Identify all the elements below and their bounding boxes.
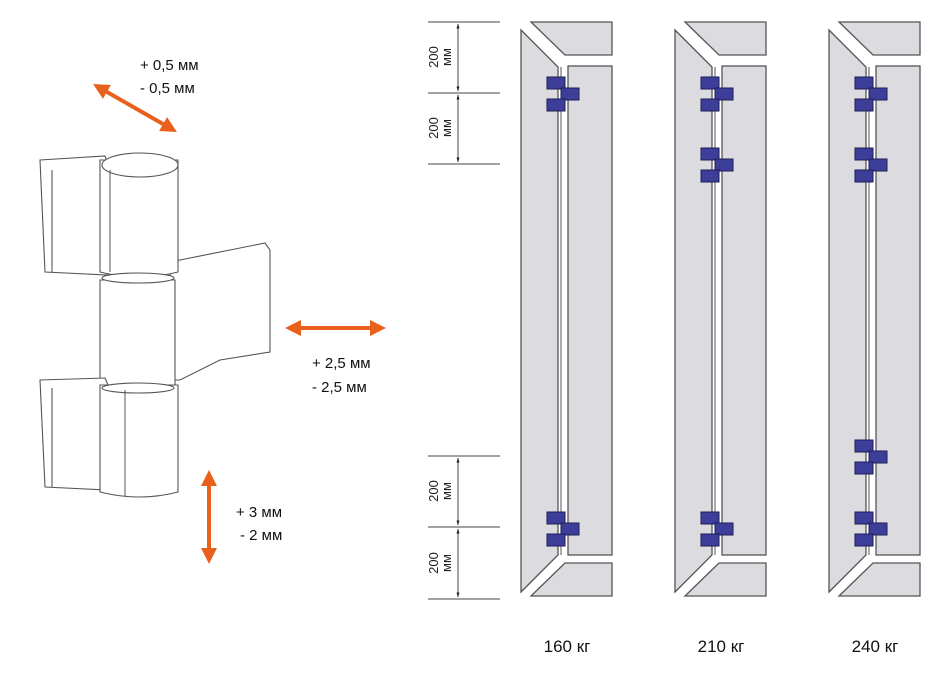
door-sash	[721, 65, 767, 556]
door-frame-2	[674, 21, 767, 597]
frame-side	[520, 28, 559, 594]
dimension-unit: мм	[439, 554, 454, 572]
door-frame-1	[520, 21, 613, 597]
hinge-marker	[854, 147, 888, 183]
dimension-value: 200	[426, 480, 441, 502]
lateral-plus-label: + 2,5 мм	[312, 355, 371, 372]
depth-plus-label: + 0,5 мм	[140, 57, 199, 74]
frame-bottom	[683, 562, 767, 597]
dimension-unit: мм	[439, 48, 454, 66]
frame-top	[837, 21, 921, 56]
frame-top	[529, 21, 613, 56]
hinge-illustration	[39, 152, 271, 498]
depth-arrow	[93, 84, 177, 132]
frame-top	[683, 21, 767, 56]
vertical-minus-label: - 2 мм	[240, 527, 282, 544]
door-load-label: 210 кг	[698, 637, 745, 656]
door-sash	[567, 65, 613, 556]
hinge-marker	[700, 511, 734, 547]
frame-side	[674, 28, 713, 594]
dimension-value: 200	[426, 552, 441, 574]
door-frame-3	[828, 21, 921, 597]
dimension-value: 200	[426, 117, 441, 139]
dimension-lines	[428, 21, 500, 600]
hinge-marker	[854, 511, 888, 547]
door-load-label: 240 кг	[852, 637, 899, 656]
hinge-marker	[546, 511, 580, 547]
dimension-unit: мм	[439, 119, 454, 137]
lateral-minus-label: - 2,5 мм	[312, 379, 367, 396]
dimension-unit: мм	[439, 482, 454, 500]
frame-side	[828, 28, 867, 594]
hinge-marker	[700, 76, 734, 112]
frame-bottom	[529, 562, 613, 597]
vertical-plus-label: + 3 мм	[236, 504, 282, 521]
depth-minus-label: - 0,5 мм	[140, 80, 195, 97]
hinge-marker	[546, 76, 580, 112]
hinge-marker	[854, 439, 888, 475]
hinge-marker	[700, 147, 734, 183]
dimension-value: 200	[426, 46, 441, 68]
door-load-label: 160 кг	[544, 637, 591, 656]
hinge-marker	[854, 76, 888, 112]
door-sash	[875, 65, 921, 556]
frame-bottom	[837, 562, 921, 597]
